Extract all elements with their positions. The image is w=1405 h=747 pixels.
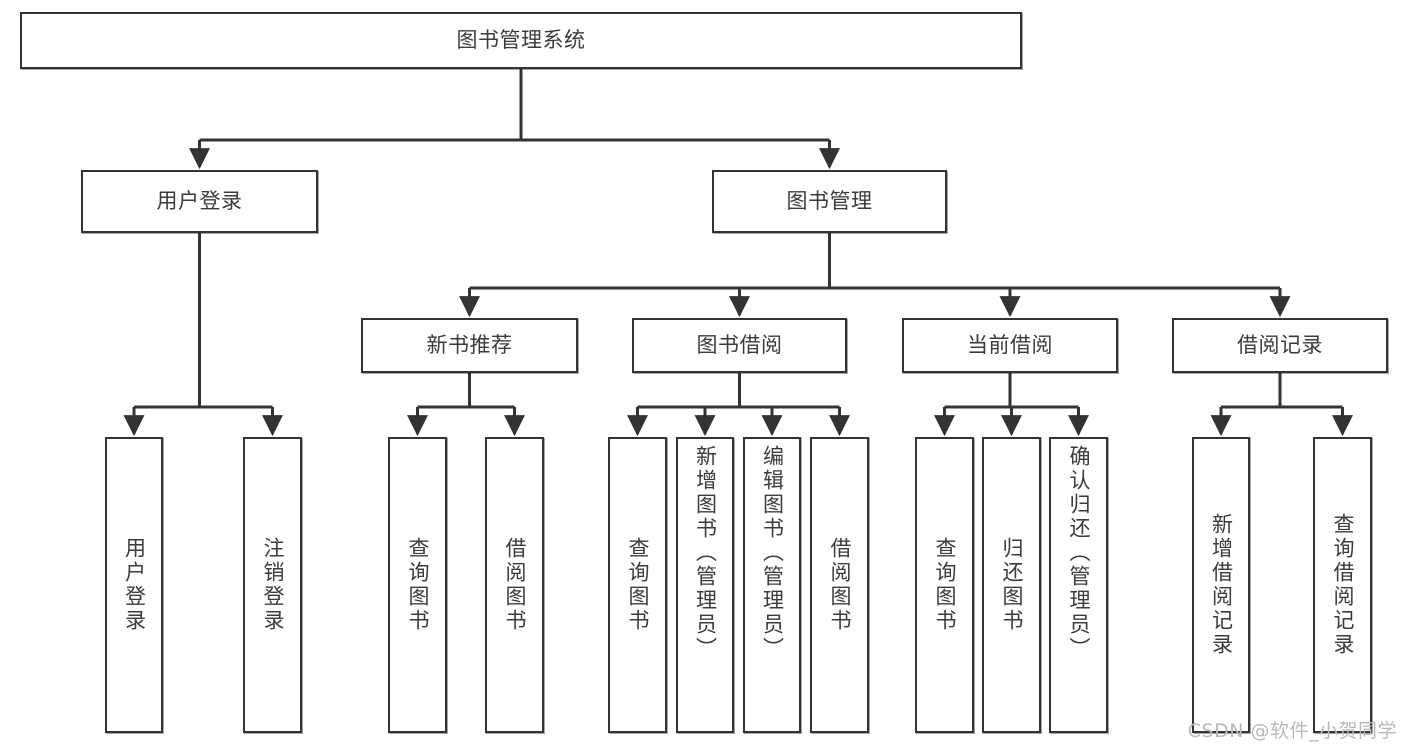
node-add-record[interactable]: 新增借阅记录 <box>1192 437 1250 733</box>
node-confirm-return-label: 确认归还（管理员） <box>1066 445 1091 661</box>
node-new-book-rec-label: 新书推荐 <box>426 333 513 358</box>
node-borrow-book-1-label: 借阅图书 <box>502 537 527 633</box>
node-user-logout[interactable]: 注销登录 <box>243 437 302 733</box>
node-query-book-2[interactable]: 查询图书 <box>608 437 667 733</box>
node-book-manage[interactable]: 图书管理 <box>712 170 947 233</box>
node-edit-book[interactable]: 编辑图书（管理员） <box>743 437 801 733</box>
node-current-borrow[interactable]: 当前借阅 <box>902 318 1118 373</box>
node-user-login-label: 用户登录 <box>122 537 147 633</box>
node-query-record-label: 查询借阅记录 <box>1330 513 1355 657</box>
node-book-borrow-label: 图书借阅 <box>696 333 783 358</box>
node-query-record[interactable]: 查询借阅记录 <box>1313 437 1372 733</box>
node-borrow-record[interactable]: 借阅记录 <box>1172 318 1388 373</box>
node-query-book-2-label: 查询图书 <box>625 537 650 633</box>
node-borrow-book-2-label: 借阅图书 <box>827 537 852 633</box>
node-add-book-label: 新增图书（管理员） <box>693 445 718 661</box>
node-add-record-label: 新增借阅记录 <box>1209 513 1234 657</box>
node-edit-book-label: 编辑图书（管理员） <box>760 445 785 661</box>
node-return-book-label: 归还图书 <box>999 537 1024 633</box>
node-new-book-rec[interactable]: 新书推荐 <box>361 318 578 373</box>
node-borrow-record-label: 借阅记录 <box>1237 333 1323 358</box>
node-current-borrow-label: 当前借阅 <box>967 333 1053 358</box>
node-add-book[interactable]: 新增图书（管理员） <box>676 437 734 733</box>
node-user-logout-label: 注销登录 <box>260 537 285 633</box>
node-confirm-return[interactable]: 确认归还（管理员） <box>1049 437 1108 733</box>
node-query-book-1-label: 查询图书 <box>405 537 430 633</box>
node-book-borrow[interactable]: 图书借阅 <box>632 318 847 373</box>
node-borrow-book-1[interactable]: 借阅图书 <box>485 437 544 733</box>
node-user-login[interactable]: 用户登录 <box>81 170 318 233</box>
node-root[interactable]: 图书管理系统 <box>20 12 1022 69</box>
node-return-book[interactable]: 归还图书 <box>982 437 1041 733</box>
node-root-label: 图书管理系统 <box>456 28 586 53</box>
node-user-login-label: 用户登录 <box>156 189 243 214</box>
node-query-book-3[interactable]: 查询图书 <box>915 437 974 733</box>
node-query-book-3-label: 查询图书 <box>932 537 957 633</box>
node-query-book-1[interactable]: 查询图书 <box>388 437 447 733</box>
node-user-login[interactable]: 用户登录 <box>105 437 163 733</box>
node-borrow-book-2[interactable]: 借阅图书 <box>810 437 869 733</box>
node-book-manage-label: 图书管理 <box>786 189 873 214</box>
